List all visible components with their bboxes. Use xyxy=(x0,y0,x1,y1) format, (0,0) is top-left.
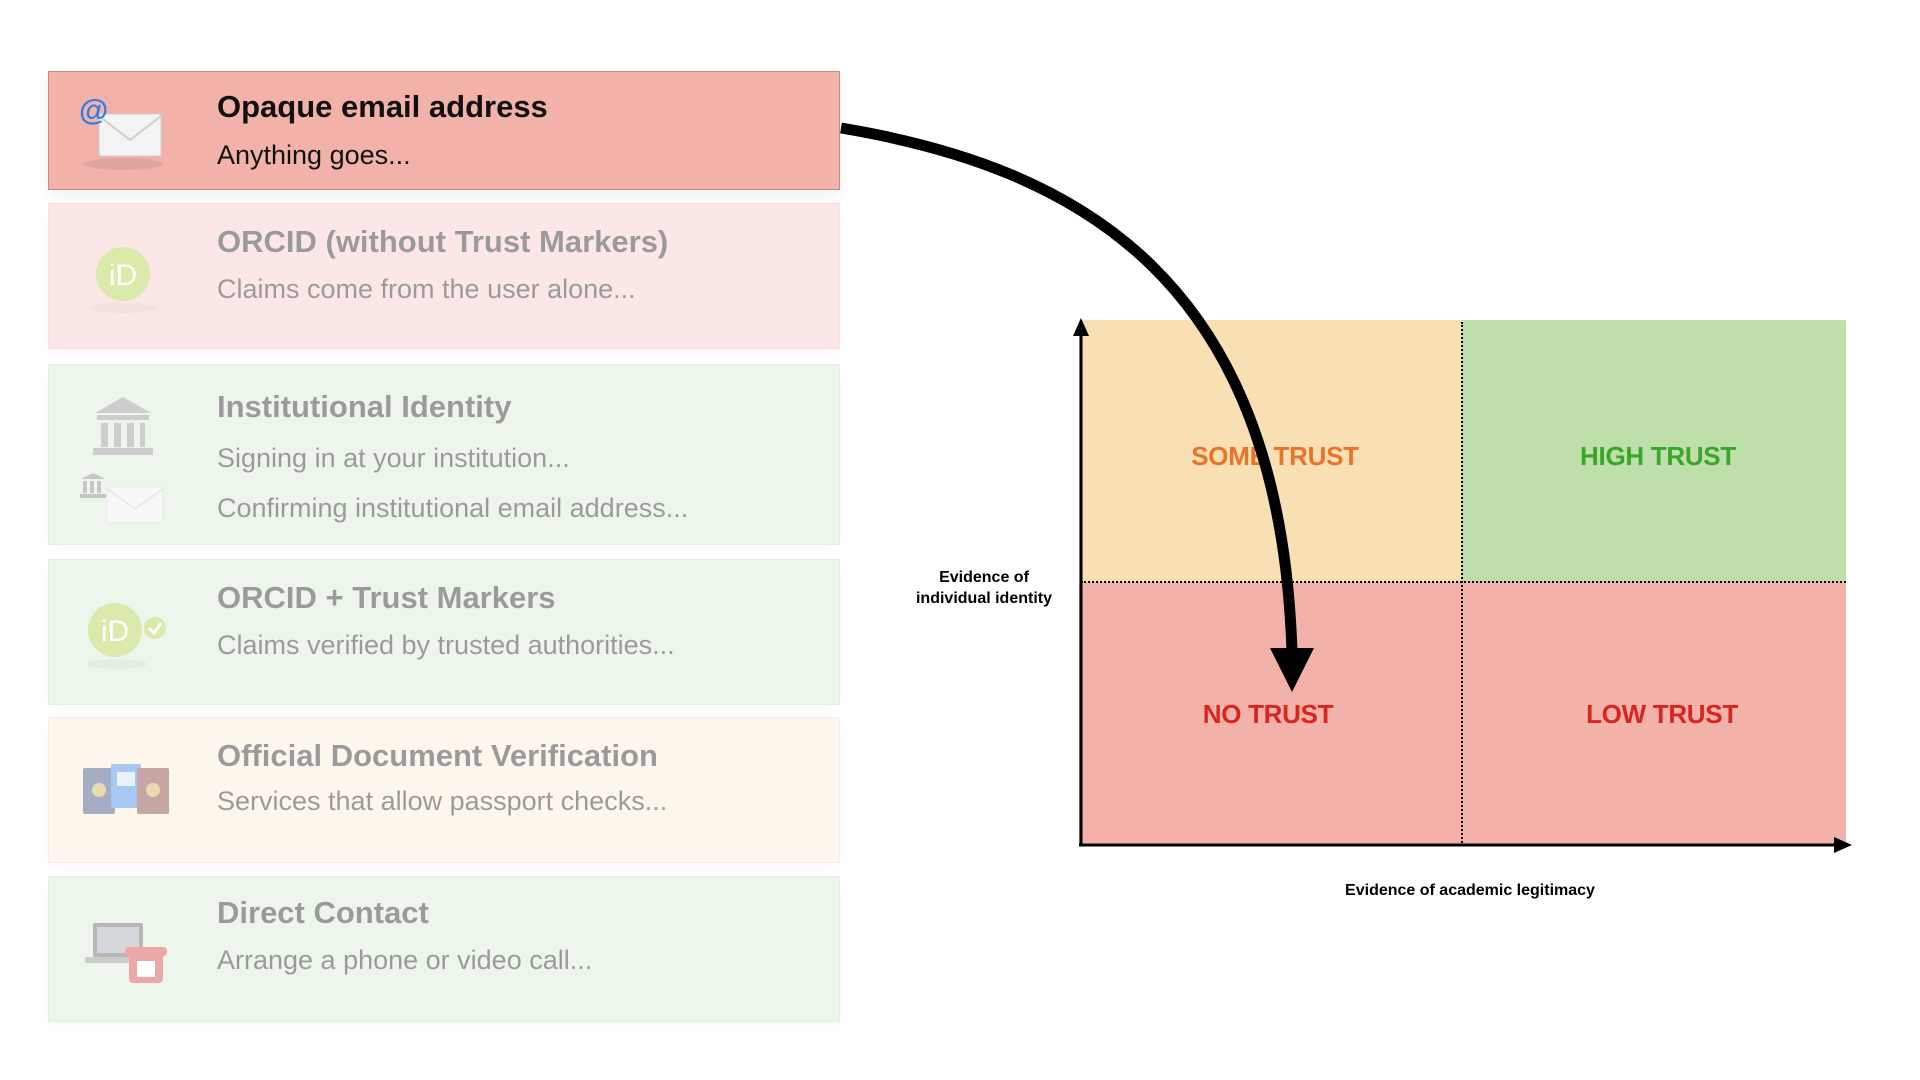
vertical-divider xyxy=(1461,322,1463,846)
card-description: Claims verified by trusted authorities..… xyxy=(217,630,675,660)
y-axis-label: Evidence of individual identity xyxy=(915,569,1052,607)
phone-laptop-icon xyxy=(71,909,175,993)
quadrant-label-some-trust: SOME TRUST xyxy=(1191,441,1359,471)
card-orcid-trust-markers[interactable]: iD ORCID + Trust Markers Claims verified… xyxy=(48,559,840,705)
svg-text:iD: iD xyxy=(101,615,129,648)
svg-text:@: @ xyxy=(79,94,108,127)
card-description: Arrange a phone or video call... xyxy=(217,945,593,975)
svg-text:iD: iD xyxy=(109,259,137,292)
quadrant-label-high-trust: HIGH TRUST xyxy=(1580,441,1736,471)
card-title: Official Document Verification xyxy=(217,738,658,773)
orcid-icon: iD xyxy=(71,234,175,318)
card-title: Institutional Identity xyxy=(217,389,512,424)
email-icon: @ xyxy=(71,90,175,174)
card-title: ORCID (without Trust Markers) xyxy=(217,224,669,259)
card-description: Anything goes... xyxy=(217,140,411,170)
card-opaque-email[interactable]: @ Opaque email address Anything goes... xyxy=(48,71,840,190)
quadrant-high-trust xyxy=(1462,320,1846,582)
card-institutional-identity[interactable]: Institutional Identity Signing in at you… xyxy=(48,364,840,545)
horizontal-divider xyxy=(1081,581,1846,583)
card-description-secondary: Confirming institutional email address..… xyxy=(217,493,689,523)
card-direct-contact[interactable]: Direct Contact Arrange a phone or video … xyxy=(48,876,840,1022)
card-orcid-without-trust-markers[interactable]: iD ORCID (without Trust Markers) Claims … xyxy=(48,203,840,349)
quadrant-label-no-trust: NO TRUST xyxy=(1202,699,1334,729)
card-description: Signing in at your institution... xyxy=(217,443,570,473)
quadrant-low-trust xyxy=(1462,582,1846,846)
card-official-document-verification[interactable]: Official Document Verification Services … xyxy=(48,717,840,863)
institution-icon xyxy=(71,385,175,469)
quadrant-label-low-trust: LOW TRUST xyxy=(1586,699,1738,729)
orcid-verified-icon: iD xyxy=(71,590,175,674)
passport-icon xyxy=(71,748,175,832)
card-title: Opaque email address xyxy=(217,89,548,124)
x-axis-label: Evidence of academic legitimacy xyxy=(1345,882,1595,899)
institutional-email-icon xyxy=(71,471,175,555)
card-title: ORCID + Trust Markers xyxy=(217,580,556,615)
card-title: Direct Contact xyxy=(217,895,429,930)
card-description: Claims come from the user alone... xyxy=(217,274,636,304)
card-description: Services that allow passport checks... xyxy=(217,786,668,816)
